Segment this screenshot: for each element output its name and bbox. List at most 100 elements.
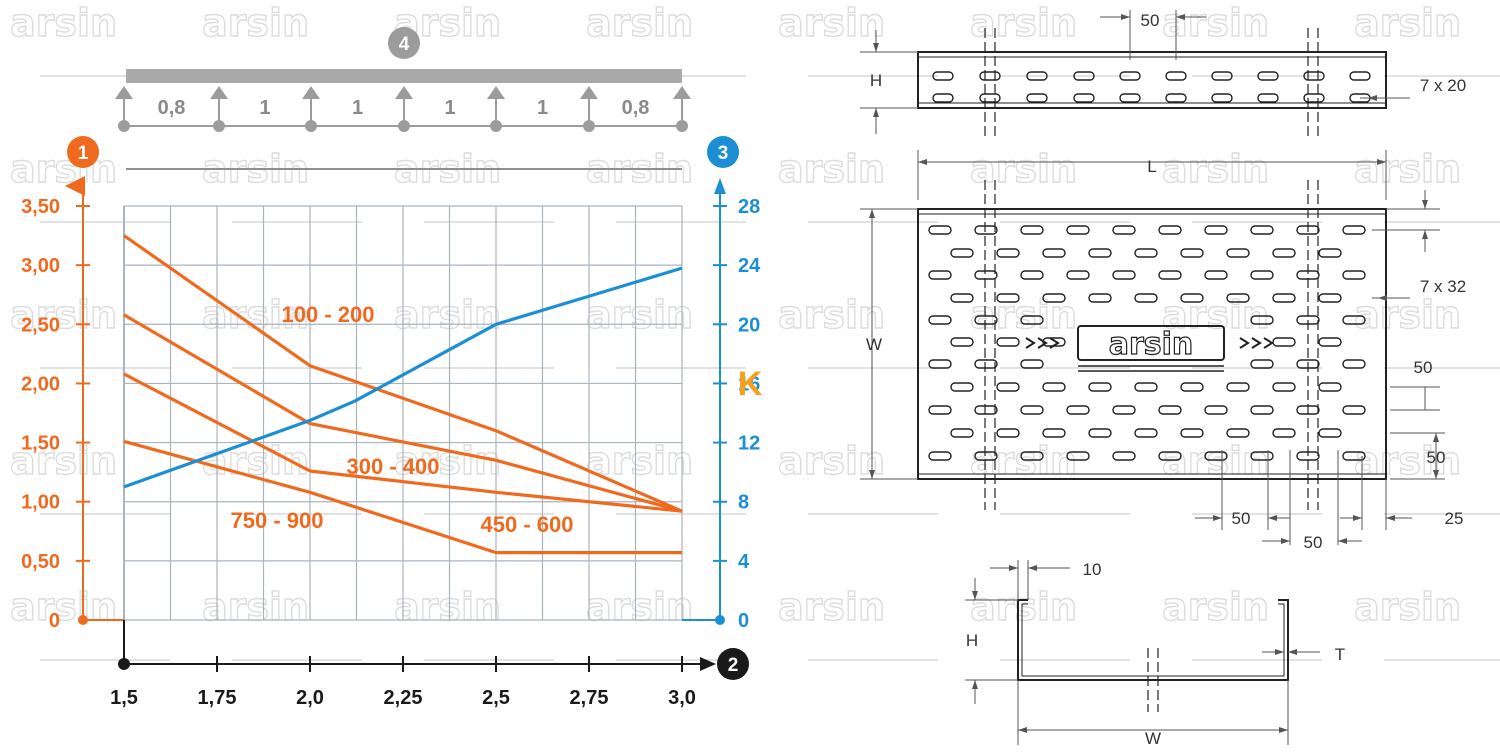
left-ticks: 00,501,001,502,002,503,003,50 <box>21 196 90 632</box>
x-tick-label: 3,0 <box>668 687 696 709</box>
left-tick-label: 1,00 <box>21 492 60 514</box>
top-slot <box>1342 405 1366 415</box>
top-slot <box>1180 248 1204 258</box>
series-label-300-400: 300 - 400 <box>347 454 440 479</box>
dimension-arrow <box>918 159 927 165</box>
logo-frame <box>1077 325 1225 361</box>
top-slot <box>1066 405 1090 415</box>
dimension-arrow <box>1433 470 1439 479</box>
support-triangle <box>395 86 413 99</box>
top-slot <box>1250 270 1274 280</box>
top-slot-label: 7 x 32 <box>1420 277 1466 296</box>
top-slot <box>950 248 974 258</box>
side-view-outline <box>917 51 1387 109</box>
support-triangle <box>580 86 598 99</box>
left-tick-label: 3,00 <box>21 255 60 277</box>
top-slot <box>950 337 974 347</box>
section-profile-inner <box>1021 603 1285 677</box>
watermark-text: arsin <box>1354 439 1461 483</box>
right-tick-label: 20 <box>738 314 760 336</box>
top-slot <box>1318 293 1342 303</box>
watermark-text: arsin <box>10 1 117 45</box>
top-slot <box>996 248 1020 258</box>
top-slot <box>1158 451 1182 461</box>
top-slot <box>1066 225 1090 235</box>
side-slot <box>1211 71 1233 81</box>
support-triangle <box>115 86 133 99</box>
marker-1-label: 1 <box>78 143 89 164</box>
watermark-text: arsin <box>1354 293 1461 337</box>
side-slot <box>1165 71 1187 81</box>
left-tick-label: 0 <box>49 610 60 632</box>
right-axis-arrow <box>714 178 726 194</box>
left-origin-dot <box>78 615 88 625</box>
top-slot <box>1020 451 1044 461</box>
top-slot <box>1158 270 1182 280</box>
watermark-text: arsin <box>394 585 501 629</box>
watermark-text: arsin <box>202 1 309 45</box>
top-slot <box>1204 405 1228 415</box>
dimension-arrow <box>1353 515 1362 521</box>
side-view-slots <box>932 71 1371 103</box>
section-width-label: W <box>1145 729 1161 748</box>
x-tick-label: 2,0 <box>296 687 324 709</box>
section-profile-outer <box>1017 599 1289 681</box>
top-slot <box>928 270 952 280</box>
right-tick-label: 24 <box>738 255 761 277</box>
dimension-arrow <box>1281 538 1290 544</box>
top-slot <box>1342 225 1366 235</box>
side-slot <box>1165 93 1187 103</box>
left-tick-label: 1,50 <box>21 433 60 455</box>
top-slot <box>928 451 952 461</box>
chevron-right-icon <box>1025 337 1036 349</box>
watermark-text: arsin <box>1162 439 1269 483</box>
marker-2-badge <box>717 648 749 680</box>
dimension-arrow <box>1121 14 1130 20</box>
dim-label-d: 50 <box>1304 533 1323 552</box>
left-tick-label: 2,50 <box>21 314 60 336</box>
top-slot <box>974 225 998 235</box>
beam-bar <box>126 69 682 83</box>
top-slot <box>996 337 1020 347</box>
side-height-label: H <box>870 71 882 90</box>
top-slot <box>1042 428 1066 438</box>
dimension-arrow <box>1368 95 1377 101</box>
top-slot <box>1020 225 1044 235</box>
top-slot <box>1272 337 1296 347</box>
top-slot <box>974 270 998 280</box>
support-triangle <box>210 86 228 99</box>
top-slot <box>1112 225 1136 235</box>
left-tick-label: 0,50 <box>21 551 60 573</box>
watermark-text: arsin <box>586 1 693 45</box>
top-slot <box>1112 270 1136 280</box>
top-view: arsin <box>917 208 1387 480</box>
top-slot <box>1158 225 1182 235</box>
marker-1-badge <box>67 136 99 168</box>
dim-label-b: 50 <box>1427 448 1446 467</box>
side-slot <box>1211 93 1233 103</box>
top-slot <box>1180 382 1204 392</box>
side-slot <box>932 93 954 103</box>
dim-label-a: 50 <box>1414 358 1433 377</box>
watermark-text: arsin <box>586 585 693 629</box>
side-view <box>917 51 1387 109</box>
top-slot <box>950 428 974 438</box>
chevron-right-icon <box>1239 337 1250 349</box>
top-slot <box>996 428 1020 438</box>
top-slot <box>1204 225 1228 235</box>
dimension-arrow <box>1176 14 1185 20</box>
top-slot <box>996 293 1020 303</box>
watermark-text: arsin <box>10 147 117 191</box>
left-tick-label: 2,00 <box>21 373 60 395</box>
top-slot <box>1088 248 1112 258</box>
dimension-arrow <box>1377 159 1386 165</box>
dimension-arrow <box>1018 727 1027 733</box>
watermark-text: arsin <box>394 439 501 483</box>
section-thickness-label: T <box>1335 645 1345 664</box>
watermark-text: arsin <box>1162 1 1269 45</box>
marker-4-label: 4 <box>399 34 410 55</box>
watermark-text: arsin <box>10 585 117 629</box>
